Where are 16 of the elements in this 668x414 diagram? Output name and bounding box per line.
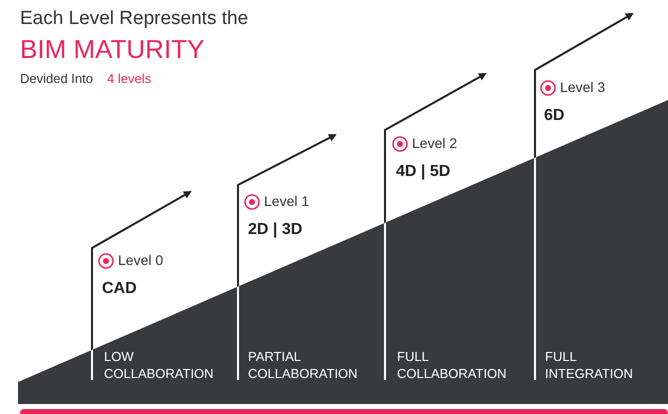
level-value: 6D [544,107,564,125]
stage-label: LOW COLLABORATION [104,348,215,382]
stage-label: FULL COLLABORATION [397,348,508,382]
level-name: Level 0 [118,252,164,268]
stage-label: FULL INTEGRATION [545,348,634,382]
subtitle: Devided Into [20,71,93,86]
title: Each Level Represents the [20,8,248,30]
level-name: Level 2 [412,135,458,151]
level-value: 4D | 5D [396,163,450,181]
stage-label: PARTIAL COLLABORATION [248,348,359,382]
level-value: CAD [102,280,137,298]
heading: BIM MATURITY [20,34,204,65]
subtitle-highlight: 4 levels [107,71,152,86]
level-name: Level 1 [264,193,310,209]
level-name: Level 3 [560,79,606,95]
level-value: 2D | 3D [248,221,302,239]
